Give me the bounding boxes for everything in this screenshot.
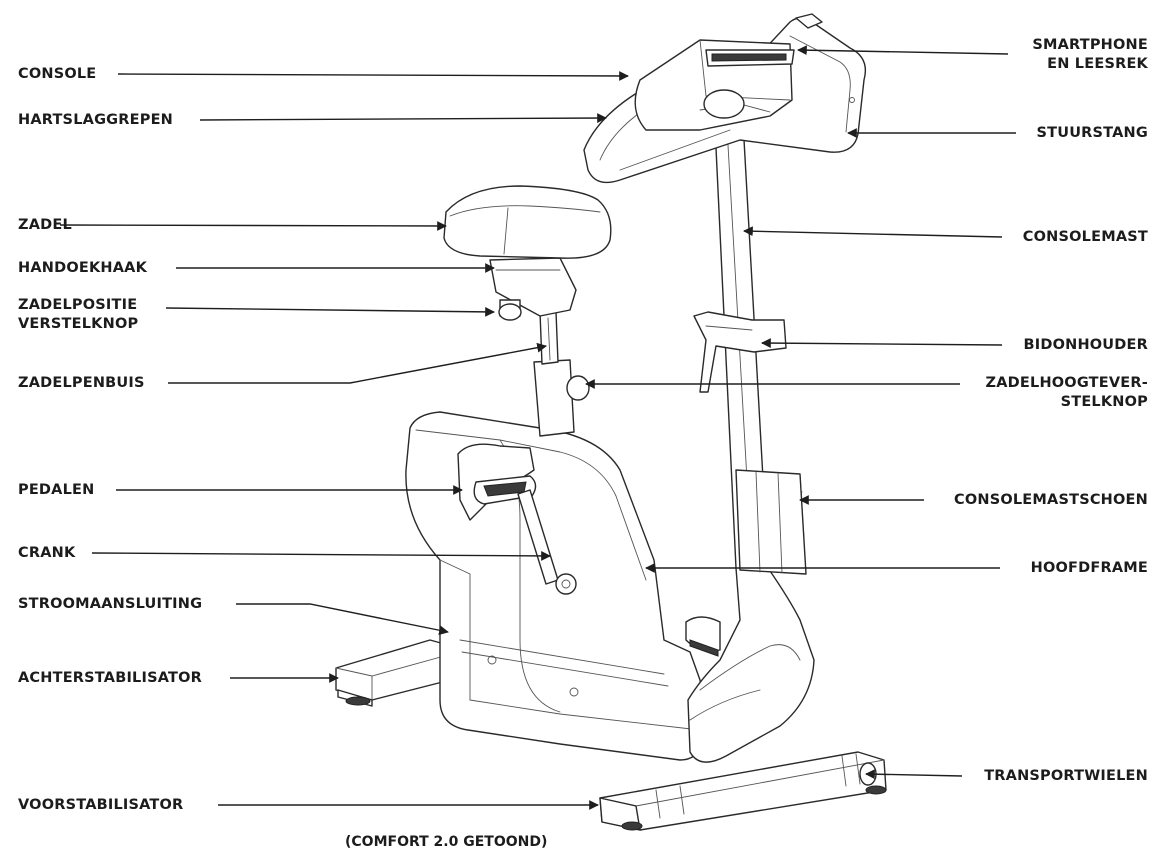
seat-assembly <box>443 185 612 437</box>
diagram-caption: (COMFORT 2.0 GETOOND) <box>345 834 548 850</box>
leader-stroomaansluiting <box>236 603 449 636</box>
leader-consolemast <box>743 226 1003 238</box>
label-handoekhaak: HANDOEKHAAK <box>18 260 148 276</box>
leader-smartphone <box>797 45 1009 56</box>
label-consolemastschoen: CONSOLEMASTSCHOEN <box>954 492 1148 508</box>
label-console: CONSOLE <box>18 66 97 82</box>
label-hartslaggrepen: HARTSLAGGREPEN <box>18 112 174 128</box>
label-consolemast: CONSOLEMAST <box>1022 229 1148 245</box>
label-crank: CRANK <box>18 545 76 561</box>
leader-zadel <box>59 221 447 231</box>
label-pedalen: PEDALEN <box>18 482 95 498</box>
label-smartphone-en-leesrek: SMARTPHONE EN LEESREK <box>1032 37 1148 72</box>
leader-zadelpositie <box>165 306 495 317</box>
console-mast <box>687 103 815 763</box>
bike-illustration <box>335 13 887 831</box>
label-bidonhouder: BIDONHOUDER <box>1023 337 1148 353</box>
label-hoofdframe: HOOFDFRAME <box>1030 560 1148 576</box>
label-stuurstang: STUURSTANG <box>1036 125 1148 141</box>
leader-transportwielen <box>865 769 963 780</box>
leader-zadelpenbuis <box>168 342 547 384</box>
rear-stabilizer <box>335 639 467 707</box>
front-stabilizer <box>599 751 887 831</box>
leader-console <box>117 71 629 81</box>
leader-lines <box>59 45 1016 810</box>
label-transportwielen: TRANSPORTWIELEN <box>984 768 1148 784</box>
label-zadel: ZADEL <box>18 217 72 233</box>
label-zadelpenbuis: ZADELPENBUIS <box>18 375 145 391</box>
leader-crank <box>91 551 551 561</box>
label-voorstabilisator: VOORSTABILISATOR <box>18 797 184 813</box>
label-achterstabilisator: ACHTERSTABILISATOR <box>18 670 202 686</box>
label-zadelhoogteverstelknop: ZADELHOOGTEVER- STELKNOP <box>985 375 1148 410</box>
leader-bidonhouder <box>761 338 1003 348</box>
bottle-holder <box>693 311 787 393</box>
label-stroomaansluiting: STROOMAANSLUITING <box>18 596 203 612</box>
label-zadelpositie-verstelknop: ZADELPOSITIE VERSTELKNOP <box>18 297 139 332</box>
console-unit <box>634 39 795 131</box>
leader-hartslaggrepen <box>199 113 607 123</box>
